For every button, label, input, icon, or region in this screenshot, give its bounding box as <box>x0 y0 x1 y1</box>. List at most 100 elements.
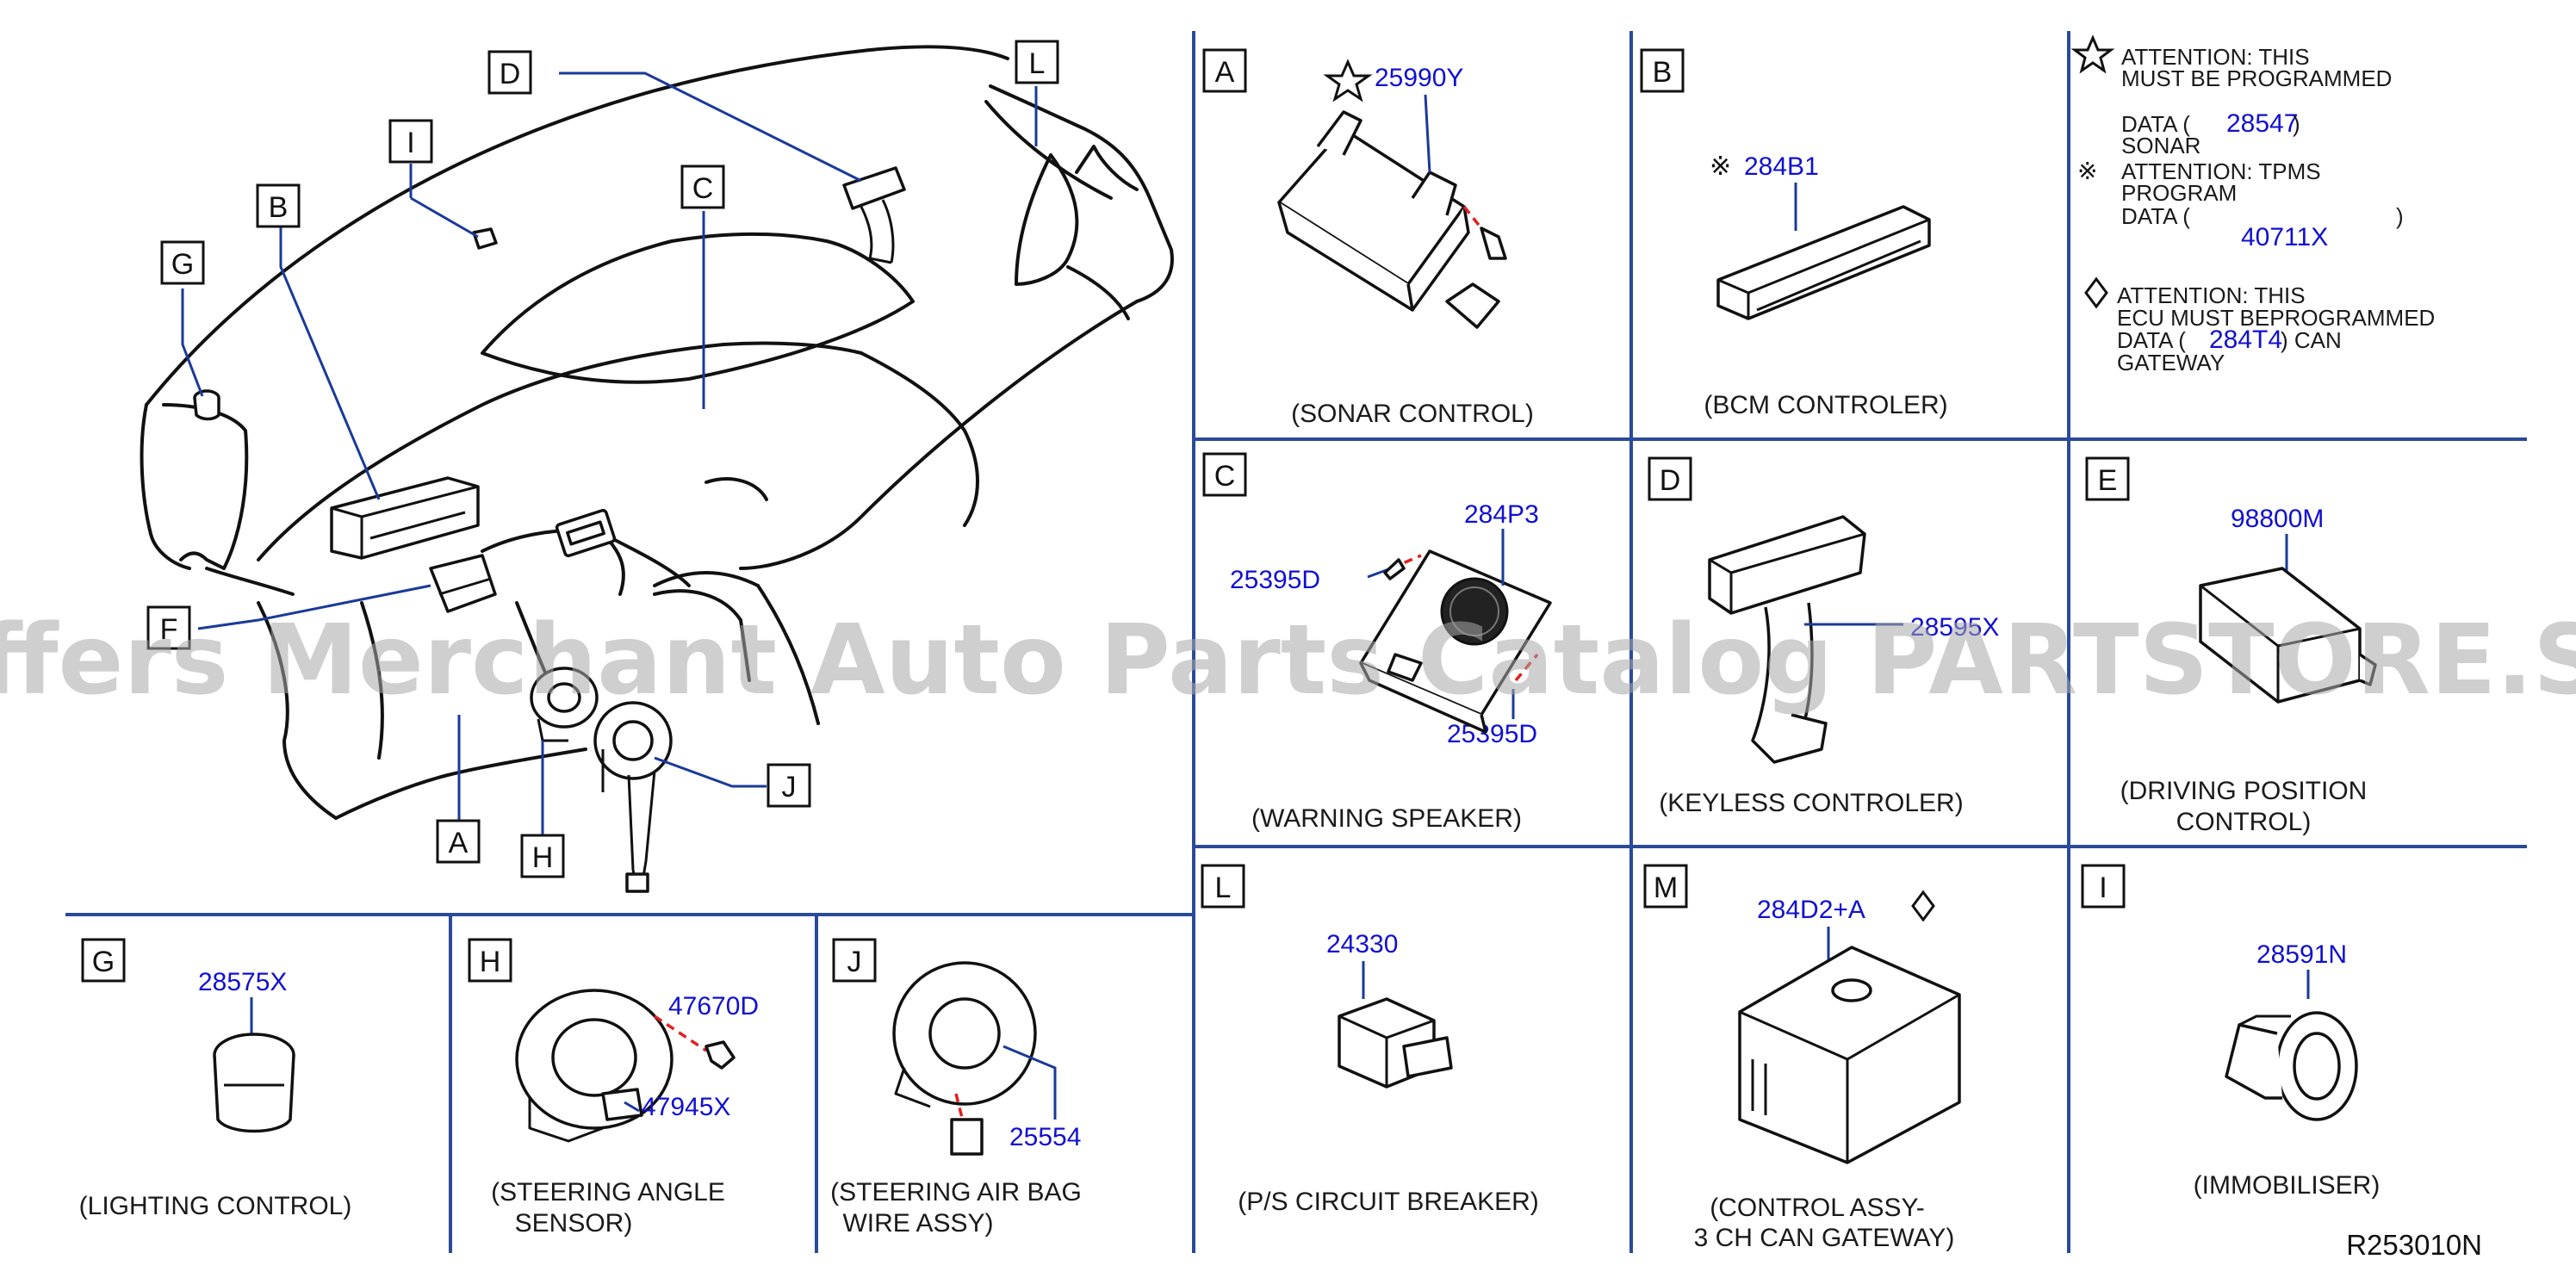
svg-text:ATTENTION: THIS: ATTENTION: THIS <box>2121 44 2310 70</box>
tpms-mark-icon: ※ <box>1710 152 1731 182</box>
panel-g-lighting-control: G 28575X (LIGHTING CONTROL) <box>79 938 352 1220</box>
svg-text:(P/S CIRCUIT BREAKER): (P/S CIRCUIT BREAKER) <box>1238 1188 1539 1216</box>
callout-d: D <box>487 50 532 95</box>
svg-text:F: F <box>160 613 178 646</box>
svg-text:(DRIVING POSITION: (DRIVING POSITION <box>2120 777 2368 805</box>
svg-text:DATA (: DATA ( <box>2121 111 2190 137</box>
svg-text:3 CH CAN GATEWAY): 3 CH CAN GATEWAY) <box>1694 1224 1955 1252</box>
main-g-sensor <box>193 389 220 421</box>
svg-text:A: A <box>449 827 469 859</box>
svg-text:ATTENTION: THIS: ATTENTION: THIS <box>2117 282 2306 308</box>
main-d-controller <box>842 166 906 264</box>
main-i-antenna <box>472 227 498 250</box>
svg-text:G: G <box>171 248 194 281</box>
svg-text:24330: 24330 <box>1326 930 1398 958</box>
svg-text:CONTROL): CONTROL) <box>2176 808 2312 836</box>
main-bcm-module <box>330 476 480 560</box>
callout-c: C <box>680 164 725 209</box>
callout-b: B <box>256 183 301 228</box>
svg-text:B: B <box>1653 56 1673 89</box>
svg-text:28595X: 28595X <box>1910 613 1999 642</box>
svg-text:(SONAR CONTROL): (SONAR CONTROL) <box>1291 400 1534 428</box>
svg-text:B: B <box>269 191 289 224</box>
diamond-icon <box>1911 890 1935 922</box>
svg-text:284B1: 284B1 <box>1744 152 1819 181</box>
panel-m-can-gateway: M 284D2+A (CONTROL ASSY- 3 CH CAN GATEWA… <box>1643 864 1961 1252</box>
svg-text:98800M: 98800M <box>2231 505 2324 533</box>
panel-j-steering-airbag-wire: J 25554 (STEERING AIR BAG WIRE ASSY) <box>830 938 1082 1238</box>
svg-text:28575X: 28575X <box>198 968 287 996</box>
callout-f: F <box>146 605 191 650</box>
svg-text:ECU MUST BEPROGRAMMED: ECU MUST BEPROGRAMMED <box>2117 305 2435 331</box>
svg-text:J: J <box>847 946 862 978</box>
svg-text:28547: 28547 <box>2226 109 2298 138</box>
svg-text:I: I <box>407 127 414 159</box>
svg-text:(IMMOBILISER): (IMMOBILISER) <box>2194 1171 2380 1200</box>
callout-l: L <box>1015 40 1059 84</box>
main-assembly-view <box>140 45 1174 893</box>
svg-text:H: H <box>532 841 554 874</box>
svg-text:284D2+A: 284D2+A <box>1757 896 1865 924</box>
svg-text:D: D <box>500 58 521 90</box>
svg-text:47670D: 47670D <box>668 992 759 1021</box>
svg-text:PROGRAM: PROGRAM <box>2121 180 2237 206</box>
svg-text:(STEERING ANGLE: (STEERING ANGLE <box>491 1178 725 1207</box>
callout-h: H <box>520 834 565 878</box>
panel-l-ps-circuit-breaker: L 24330 (P/S CIRCUIT BREAKER) <box>1201 864 1539 1216</box>
svg-text:(BCM CONTROLER): (BCM CONTROLER) <box>1704 391 1947 419</box>
panel-b-bcm-controler: B ※ 284B1 (BCM CONTROLER) <box>1640 48 1948 419</box>
svg-text:E: E <box>2098 464 2118 497</box>
main-j-spiral <box>593 701 673 893</box>
tpms-mark-icon-note: ※ <box>2077 157 2097 185</box>
svg-text:A: A <box>1215 56 1235 89</box>
svg-text:DATA (: DATA ( <box>2121 203 2190 229</box>
main-callouts: D L I C B G F A H J <box>146 40 1059 878</box>
svg-text:(STEERING AIR BAG: (STEERING AIR BAG <box>830 1178 1082 1207</box>
svg-text:C: C <box>692 172 714 205</box>
svg-text:) CAN: ) CAN <box>2281 327 2342 353</box>
callout-g: G <box>160 240 205 285</box>
svg-text:): ) <box>2396 203 2404 229</box>
svg-text:L: L <box>1029 47 1046 80</box>
svg-text:25395D: 25395D <box>1447 720 1537 748</box>
panel-h-steering-angle-sensor: H 47670D 47945X (STEERING ANGLE SENSOR) <box>468 938 759 1238</box>
panel-c-warning-speaker: C 284P3 25395D 25395D (WARNING SPEAKER) <box>1202 452 1552 833</box>
svg-text:SONAR: SONAR <box>2121 133 2200 158</box>
svg-text:ATTENTION: TPMS: ATTENTION: TPMS <box>2121 158 2321 184</box>
svg-text:25554: 25554 <box>1009 1123 1081 1151</box>
main-f-module <box>429 554 497 613</box>
diagram-code: R253010N <box>2346 1229 2482 1261</box>
svg-text:J: J <box>782 771 797 803</box>
panel-dividers <box>65 31 2527 1253</box>
panel-d-keyless-controler: D 28595X (KEYLESS CONTROLER) <box>1648 456 1999 817</box>
svg-text:I: I <box>2099 872 2107 904</box>
svg-text:(LIGHTING CONTROL): (LIGHTING CONTROL) <box>79 1192 352 1220</box>
star-icon-note <box>2070 34 2115 74</box>
star-icon <box>1323 59 1373 102</box>
panel-a-sonar-control: A 25990Y (SONAR CONTROL) <box>1202 48 1534 428</box>
svg-text:DATA (: DATA ( <box>2117 327 2186 353</box>
svg-text:(CONTROL ASSY-: (CONTROL ASSY- <box>1710 1194 1925 1222</box>
diamond-icon-note <box>2084 276 2108 309</box>
callout-a: A <box>436 819 481 864</box>
svg-text:L: L <box>1215 872 1232 904</box>
svg-text:GATEWAY: GATEWAY <box>2117 350 2225 375</box>
watermark: Offers Merchant Auto Parts Catalog PARTS… <box>0 605 2576 717</box>
svg-text:28591N: 28591N <box>2256 940 2347 969</box>
svg-text:(WARNING SPEAKER): (WARNING SPEAKER) <box>1251 804 1522 833</box>
svg-text:WIRE ASSY): WIRE ASSY) <box>842 1209 993 1238</box>
svg-text:C: C <box>1214 460 1236 493</box>
svg-text:284P3: 284P3 <box>1464 500 1539 529</box>
svg-text:): ) <box>2293 111 2300 137</box>
svg-text:(KEYLESS CONTROLER): (KEYLESS CONTROLER) <box>1659 789 1963 817</box>
svg-text:D: D <box>1660 464 1681 497</box>
svg-text:40711X: 40711X <box>2241 223 2328 251</box>
svg-text:284T4: 284T4 <box>2209 326 2282 354</box>
svg-text:G: G <box>92 946 115 978</box>
svg-text:47945X: 47945X <box>642 1093 730 1121</box>
svg-text:M: M <box>1654 872 1678 904</box>
callout-i: I <box>388 119 433 164</box>
svg-text:H: H <box>480 946 501 978</box>
